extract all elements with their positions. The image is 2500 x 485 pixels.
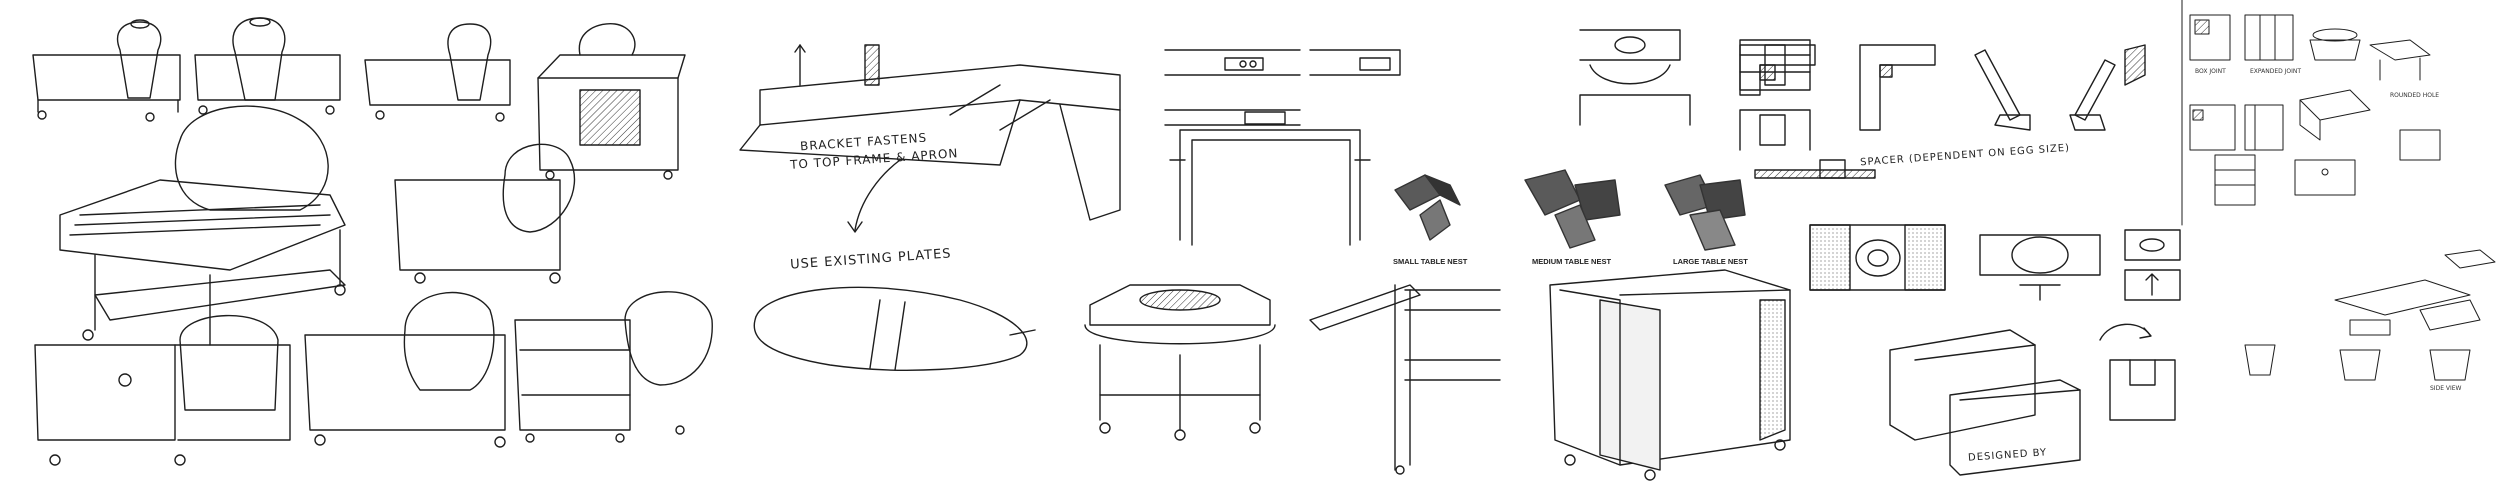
angled-brackets-sketch [1974,44,2146,131]
large-table-nest-block [1664,174,1746,251]
grill-cart-sketch-6 [34,314,291,466]
large-table-nest-caption: LARGE TABLE NEST [1673,257,1748,266]
large-grill-table-sketch [59,105,346,387]
thumb-label-1: BOX JOINT [2195,68,2226,75]
existing-plates-arrow [847,159,901,233]
small-table-nest-block [1394,174,1461,241]
small-table-nest-caption: SMALL TABLE NEST [1393,257,1468,266]
frame-joint-detail [1164,49,1401,126]
medium-table-nest-block [1524,169,1621,249]
u-frame-sketch [1169,129,1371,246]
grill-cart-sketch-1 [32,19,181,122]
round-table-sketch [1084,284,1276,441]
bracket-perspective-sketch [739,44,1121,221]
grill-cart-sketch-7 [304,291,506,448]
arm-frame-sketch [1309,284,1501,475]
grill-cart-sketch-8 [514,291,713,443]
l-profile-sketch [1859,44,1936,131]
grill-cart-sketch-5 [394,143,576,284]
bench-sketch [1889,329,2081,476]
thumb-label-2: EXPANDED JOINT [2250,68,2302,75]
grill-cart-sketch-4 [537,23,686,180]
slot-joint-sketch [2099,323,2176,421]
cutout-plan-sketch [1979,234,2101,301]
corner-profile-sketch [1739,44,1816,96]
medium-table-nest-caption: MEDIUM TABLE NEST [1532,257,1612,266]
thumb-label-3: ROUNDED HOLE [2390,92,2440,99]
thumb-label-4: SIDE VIEW [2430,385,2462,392]
nesting-tables-sketch [1549,269,1791,481]
grill-cart-sketch-3 [364,23,511,122]
plate-sketch [753,286,1036,371]
small-detail-boxes [2124,229,2181,301]
thumbnail-grid [2181,0,2496,381]
grill-cart-sketch-2 [194,17,341,115]
round-cutout-detail [1809,224,1946,291]
spacer-sketch [1579,29,1691,126]
spacer-bar [1754,159,1876,179]
